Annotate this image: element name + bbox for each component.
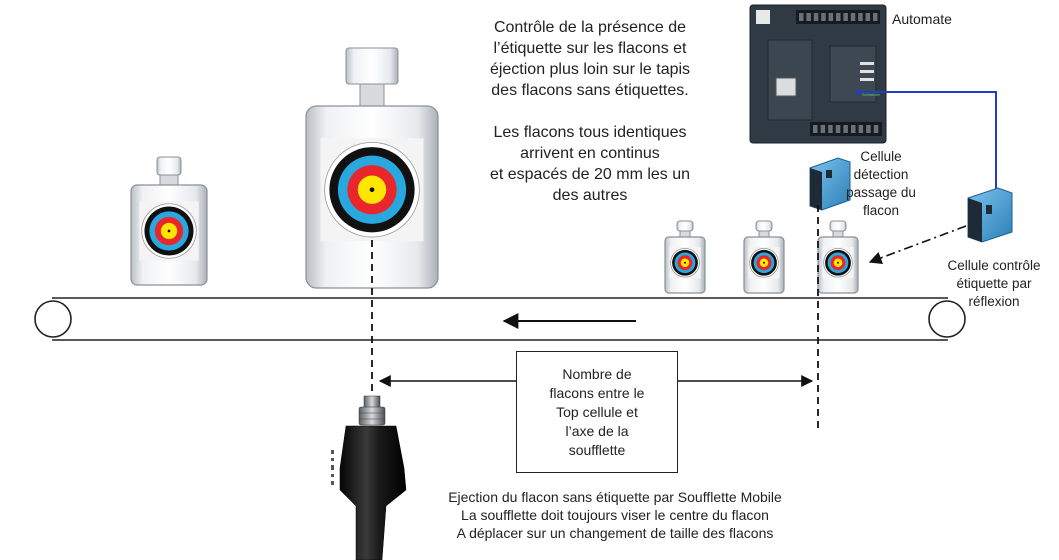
label-line: étiquette par bbox=[956, 276, 1032, 291]
desc-line: des flacons sans étiquettes. bbox=[491, 82, 689, 99]
ejection-line: Ejection du flacon sans étiquette par So… bbox=[448, 489, 782, 505]
bottle-cap bbox=[676, 220, 694, 232]
bottle-small-2 bbox=[743, 220, 785, 294]
desc-line: et espacés de 20 mm les un bbox=[489, 166, 691, 183]
plc-label: Automate bbox=[892, 11, 952, 27]
bottle-neck bbox=[159, 174, 179, 186]
box-line: flacons entre le bbox=[549, 384, 645, 401]
desc-line: des autres bbox=[552, 187, 628, 204]
bottle-cap bbox=[829, 220, 847, 232]
desc-line: éjection plus loin sur le tapis bbox=[489, 61, 691, 78]
desc-line: arrivent en continus bbox=[520, 145, 660, 162]
desc-line: Les flacons tous identiques bbox=[493, 124, 687, 141]
plc-sensor-wire bbox=[858, 91, 997, 196]
target-center bbox=[837, 261, 839, 264]
bottle-neck bbox=[758, 230, 770, 238]
box-line: l’axe de la bbox=[565, 422, 629, 439]
target-center bbox=[167, 229, 171, 233]
target-center bbox=[684, 261, 686, 264]
target-center bbox=[369, 187, 375, 193]
control-sensor-label: Cellule contrôle étiquette par réflexion bbox=[934, 257, 1054, 311]
control-sensor bbox=[967, 187, 1013, 243]
bottles-group bbox=[130, 47, 859, 294]
desc-line: l’étiquette sur les flacons et bbox=[493, 40, 687, 57]
reflection-beam-arrow bbox=[868, 225, 967, 264]
plc-qr-code bbox=[756, 10, 770, 24]
bottle-large-center bbox=[305, 47, 439, 289]
conveyor-belt bbox=[34, 297, 966, 341]
belt-right-roller bbox=[928, 300, 966, 338]
label-line: flacon bbox=[862, 203, 900, 218]
plc-brand: Schneider bbox=[862, 92, 881, 97]
label-line: Cellule contrôle bbox=[947, 258, 1041, 273]
wire-connection-dot bbox=[855, 89, 861, 95]
passage-sensor-label: Cellule détection passage du flacon bbox=[838, 148, 924, 220]
box-line: Top cellule et bbox=[556, 403, 638, 420]
bottle-neck bbox=[359, 83, 385, 107]
process-description: Contrôle de la présence de l’étiquette s… bbox=[455, 17, 725, 206]
bottle-count-box: Nombre de flacons entre le Top cellule e… bbox=[516, 351, 678, 473]
bottle-cap bbox=[345, 47, 399, 85]
passage-sensor bbox=[809, 157, 851, 211]
bottle-cap bbox=[755, 220, 773, 232]
label-line: passage du bbox=[846, 185, 916, 200]
bottle-neck bbox=[679, 230, 691, 238]
bottle-small-left bbox=[130, 156, 208, 286]
ejection-line: A déplacer sur un changement de taille d… bbox=[456, 525, 774, 541]
bottle-small-3 bbox=[817, 220, 859, 294]
bottle-neck bbox=[832, 230, 844, 238]
desc-line: Contrôle de la présence de bbox=[493, 19, 687, 36]
box-line: soufflette bbox=[568, 441, 626, 458]
label-line: Cellule bbox=[860, 149, 902, 164]
plc-ethernet-port bbox=[775, 77, 797, 97]
target-center bbox=[763, 261, 765, 264]
label-line: réflexion bbox=[968, 294, 1020, 309]
blow-nozzle bbox=[331, 395, 407, 560]
ejection-description: Ejection du flacon sans étiquette par So… bbox=[380, 488, 850, 542]
ejection-line: La soufflette doit toujours viser le cen… bbox=[461, 507, 769, 523]
bottle-cap bbox=[156, 156, 182, 176]
bottle-small-1 bbox=[664, 220, 706, 294]
belt-left-roller bbox=[34, 300, 72, 338]
box-line: Nombre de bbox=[562, 365, 632, 382]
label-line: détection bbox=[853, 167, 909, 182]
plc-automate: Schneider bbox=[749, 4, 887, 144]
